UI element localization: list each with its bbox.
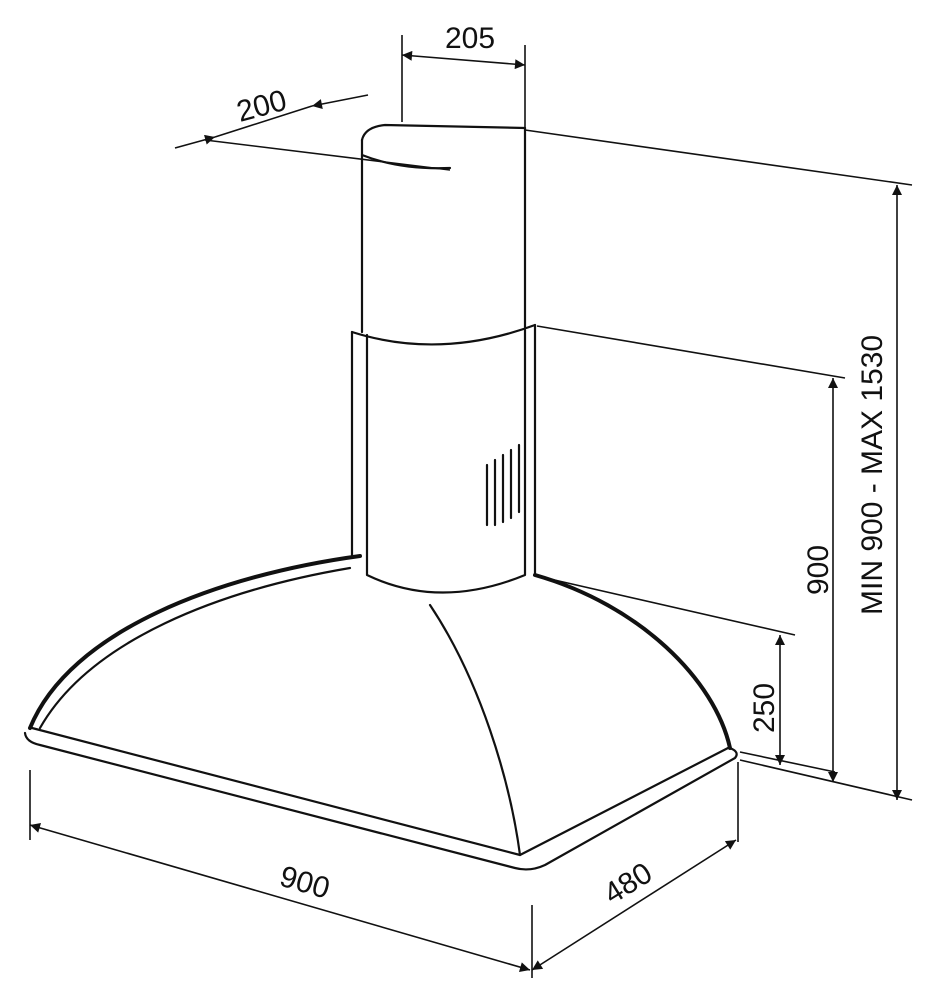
lower-chimney: [350, 323, 537, 594]
label-200: 200: [233, 84, 290, 129]
label-900-vertical: 900: [802, 545, 835, 595]
dimension-chimney-depth: 200: [174, 84, 451, 171]
dimension-hood-depth: 480: [531, 762, 739, 971]
label-min-max-height: MIN 900 - MAX 1530: [856, 335, 889, 615]
upper-chimney: [360, 123, 527, 334]
label-205: 205: [445, 22, 495, 55]
vent-grille-icon: [485, 443, 521, 527]
label-480: 480: [598, 856, 658, 911]
hood-canopy: [23, 554, 738, 871]
dimension-hood-width: 900: [29, 770, 533, 978]
dimension-lower-chimney-height: 900: [536, 325, 846, 782]
dimension-total-height: MIN 900 - MAX 1530: [524, 129, 913, 801]
dimension-chimney-width: 205: [401, 22, 526, 127]
label-250: 250: [748, 683, 781, 733]
dimension-hood-height: 250: [536, 575, 836, 773]
